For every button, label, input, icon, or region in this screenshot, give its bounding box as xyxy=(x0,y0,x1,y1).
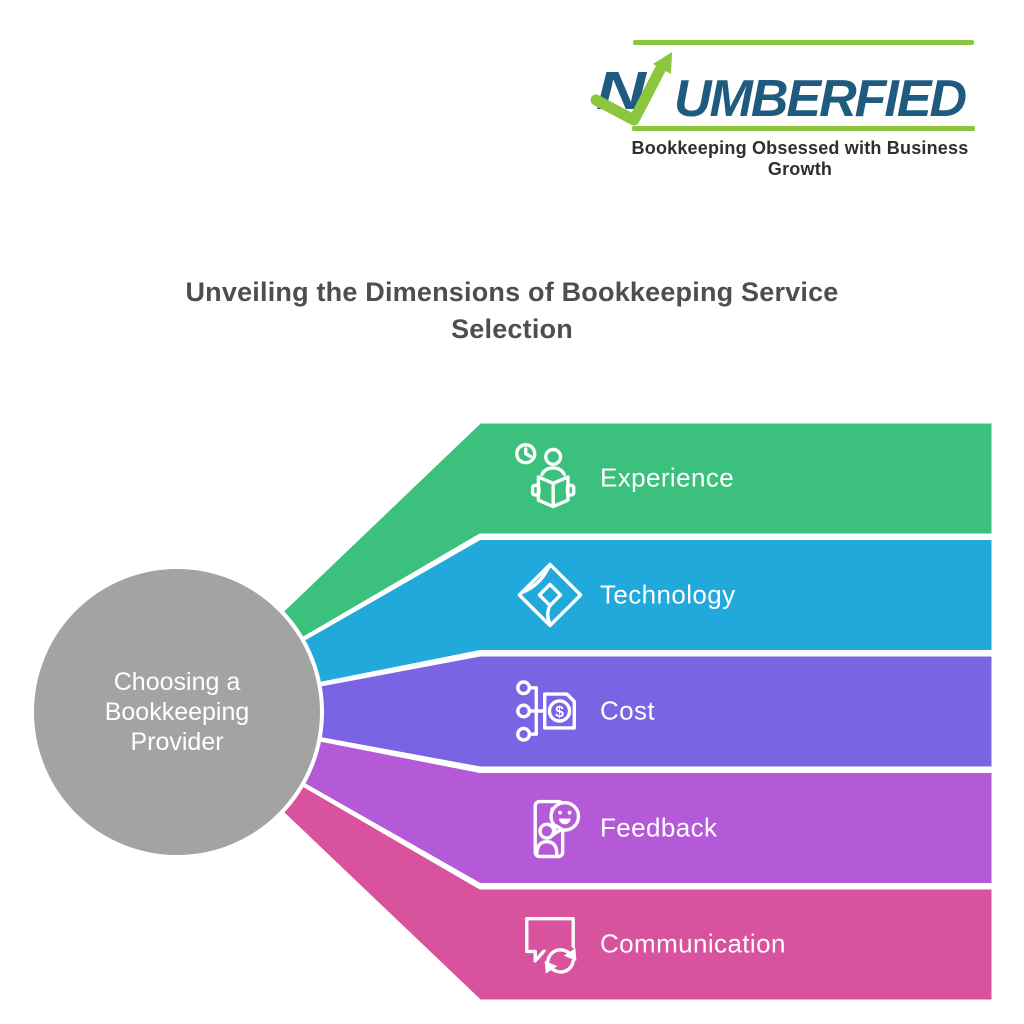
dollar-symbol: $ xyxy=(555,704,564,721)
band-label-technology: Technology xyxy=(600,579,736,610)
logo-wordmark-rest: UMBERFIED xyxy=(674,70,967,128)
center-label-line1: Choosing a xyxy=(113,668,241,696)
logo-mark: N xyxy=(590,52,674,126)
logo-top-rule xyxy=(633,40,974,45)
band-shape-communication xyxy=(175,710,995,1003)
band-label-communication: Communication xyxy=(600,928,786,959)
feedback-phone-smiley-icon xyxy=(533,799,581,859)
band-label-experience: Experience xyxy=(600,462,735,493)
logo-wordmark: N UMBERFIED xyxy=(590,52,967,128)
logo-tagline: Bookkeeping Obsessed with Business Growt… xyxy=(631,138,969,179)
page-title-line2: Selection xyxy=(451,314,573,344)
band-shape-feedback xyxy=(175,710,995,886)
center-circle-shape xyxy=(30,565,324,859)
center-label-line2: Bookkeeping xyxy=(104,698,250,726)
band-label-feedback: Feedback xyxy=(600,812,718,843)
logo-bottom-rule xyxy=(632,126,975,131)
communication-chat-sync-icon xyxy=(525,916,579,979)
band-label-cost: Cost xyxy=(600,695,656,726)
numberfied-logo: N UMBERFIED Bookkeeping Obsessed with Bu… xyxy=(590,34,988,179)
band-shape-experience xyxy=(175,420,995,714)
center-label-line3: Provider xyxy=(130,728,224,756)
center-label: Choosing a Bookkeeping Provider xyxy=(42,667,312,757)
cost-dollar-tag-icon: $ xyxy=(516,680,576,742)
band-shape-cost xyxy=(175,653,995,770)
page-title: Unveiling the Dimensions of Bookkeeping … xyxy=(0,274,1024,348)
band-shape-technology xyxy=(175,537,995,714)
experience-reading-clock-icon xyxy=(515,443,576,509)
page-title-line1: Unveiling the Dimensions of Bookkeeping … xyxy=(185,277,839,307)
technology-diamond-icon xyxy=(517,562,583,628)
growth-arrow-icon xyxy=(590,52,672,126)
